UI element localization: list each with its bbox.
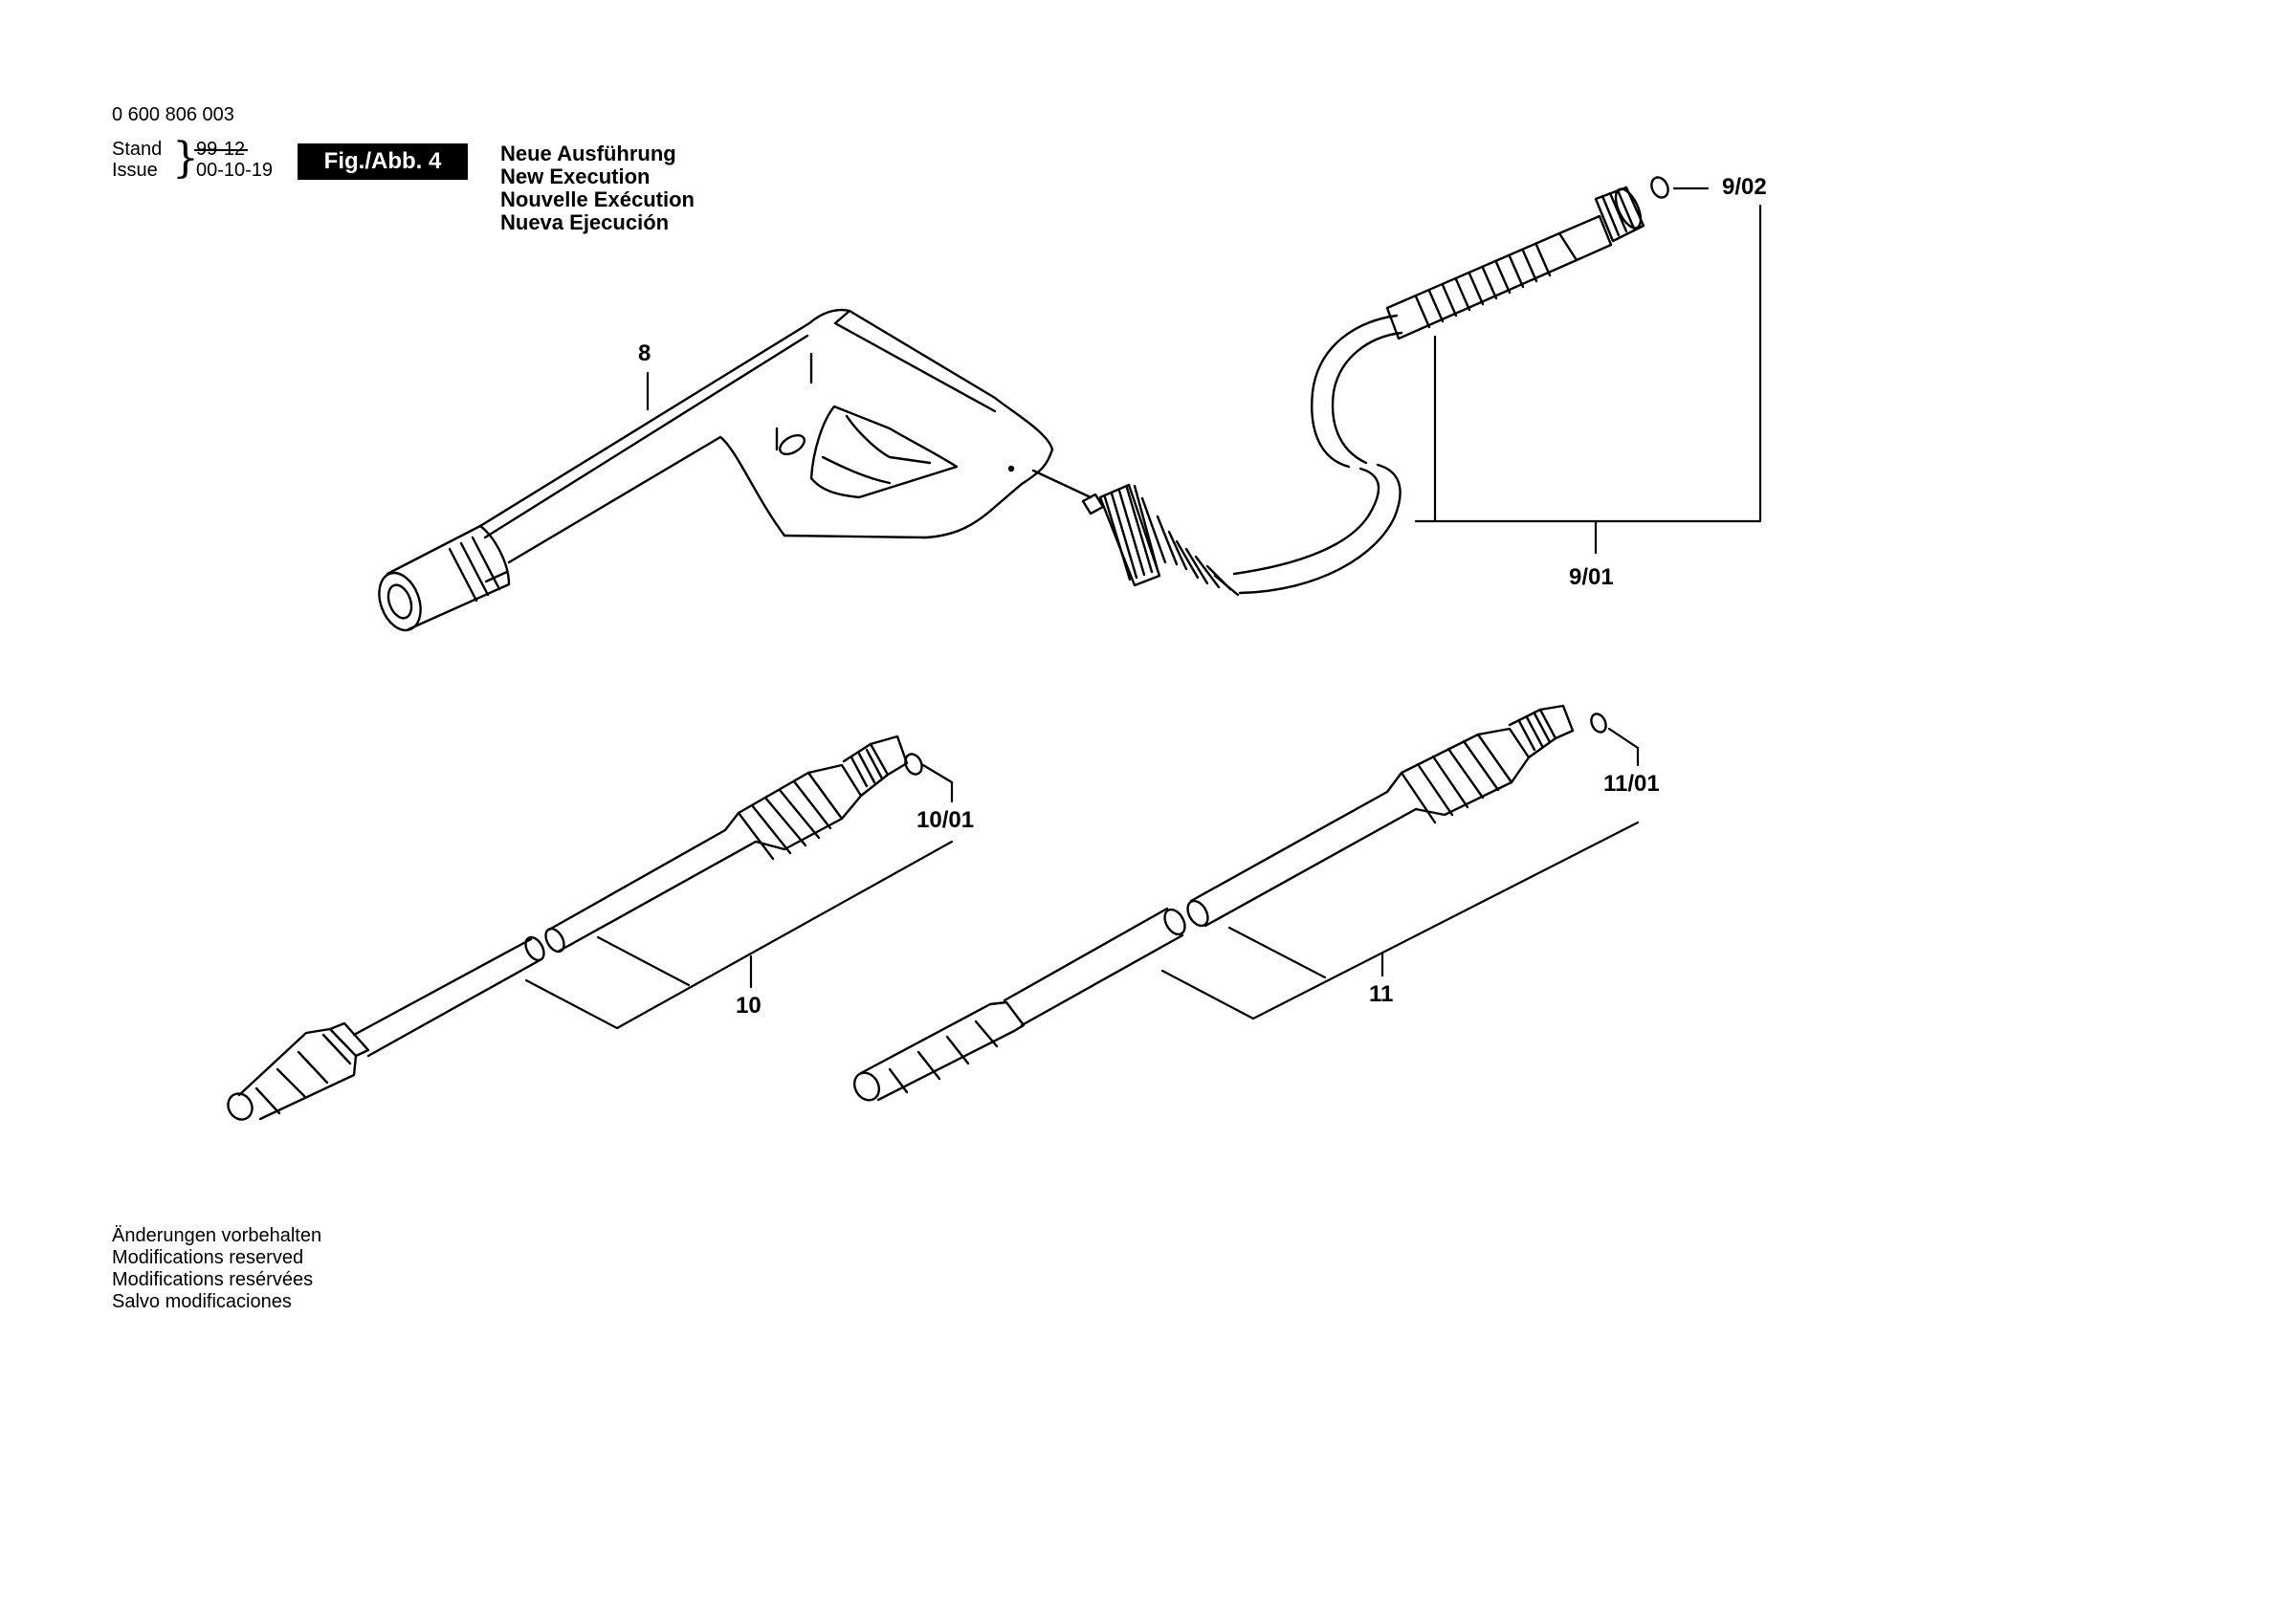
o-ring-11-01	[1590, 713, 1607, 734]
document-number: 0 600 806 003	[112, 104, 234, 125]
leader-11-a	[1160, 821, 1640, 1020]
lance-10-part	[227, 735, 909, 1121]
stand-date: 99-12	[194, 140, 249, 159]
leader-10-a	[524, 840, 954, 1030]
callout-8: 8	[638, 340, 651, 366]
footer-line-en: Modifications reserved	[112, 1247, 304, 1268]
figure-label: Fig./Abb. 4	[298, 143, 468, 180]
issue-label: Issue	[112, 160, 158, 181]
hose-part	[1031, 186, 1645, 597]
execution-line-es: Nueva Ejecución	[500, 210, 670, 234]
o-ring-10-01	[904, 753, 923, 776]
callout-9-01: 9/01	[1569, 564, 1614, 590]
callout-11-01: 11/01	[1603, 771, 1660, 797]
leader-10-b	[596, 935, 691, 987]
o-ring-9-02	[1650, 176, 1669, 199]
leader-11-01	[1607, 727, 1640, 767]
stand-label: Stand	[112, 139, 163, 160]
spray-gun-part	[378, 308, 1054, 632]
brace-symbol: }	[172, 134, 199, 183]
callout-9-02: 9/02	[1722, 174, 1767, 200]
footer-line-es: Salvo modificaciones	[112, 1291, 292, 1312]
footer-line-de: Änderungen vorbehalten	[112, 1225, 322, 1246]
callout-10-01: 10/01	[916, 807, 975, 833]
leader-11-b	[1227, 926, 1327, 979]
footer-line-fr: Modifications resérvées	[112, 1269, 314, 1290]
execution-line-de: Neue Ausführung	[500, 142, 676, 165]
callout-leader-lines	[524, 186, 1762, 1030]
execution-line-en: New Execution	[500, 164, 651, 188]
issue-date: 00-10-19	[196, 160, 274, 181]
callout-11: 11	[1369, 981, 1394, 1007]
lance-11-part	[852, 704, 1575, 1102]
leader-10-01	[921, 763, 954, 803]
callout-10: 10	[736, 993, 762, 1019]
execution-line-fr: Nouvelle Exécution	[500, 187, 695, 211]
